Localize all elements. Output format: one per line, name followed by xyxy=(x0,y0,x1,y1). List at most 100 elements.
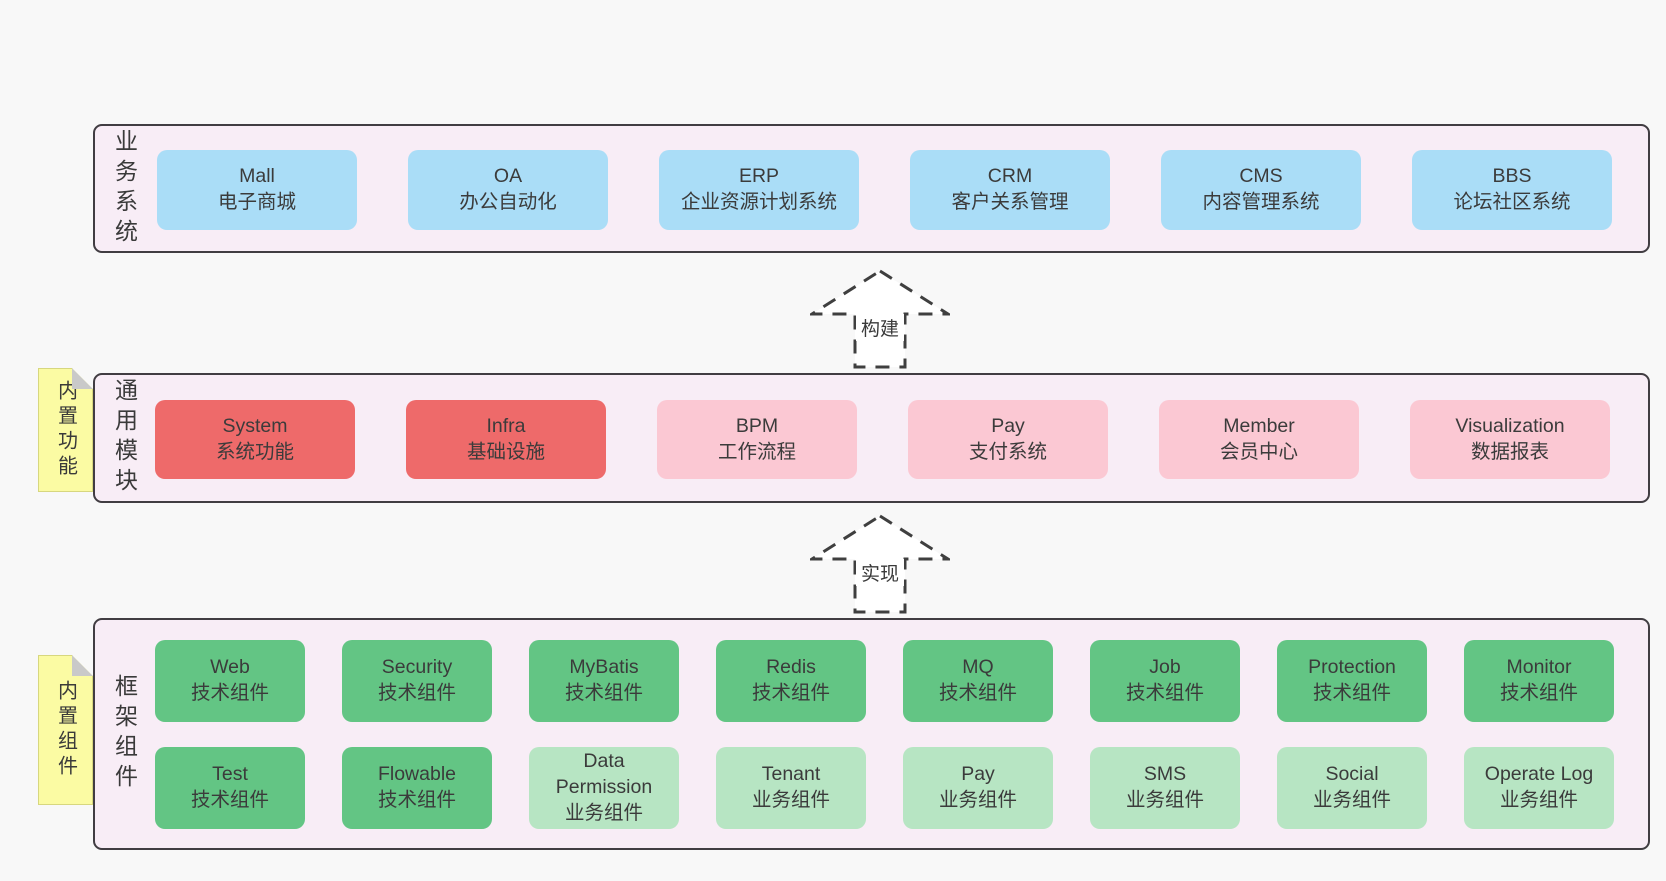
box-title: Pay xyxy=(961,763,995,786)
box-title: CRM xyxy=(987,165,1033,188)
implement-arrow-label: 实现 xyxy=(855,559,905,586)
box-title: Data Permission xyxy=(555,750,653,799)
box-title: Security xyxy=(381,656,453,679)
box-subtitle: 客户关系管理 xyxy=(951,191,1069,213)
box-subtitle: 业务组件 xyxy=(938,789,1017,811)
build-arrow: 构建 xyxy=(810,268,950,370)
module-box-visualization: Visualization 数据报表 xyxy=(1410,400,1610,479)
box-title: BBS xyxy=(1492,165,1532,188)
box-subtitle: 技术组件 xyxy=(1312,682,1391,704)
module-box-test: Test 技术组件 xyxy=(155,747,305,829)
box-subtitle: 业务组件 xyxy=(1125,789,1204,811)
box-subtitle: 支付系统 xyxy=(968,440,1047,463)
note-fold-icon xyxy=(72,655,93,676)
box-title: System xyxy=(222,414,288,437)
box-subtitle: 论坛社区系统 xyxy=(1453,191,1571,213)
box-title: OA xyxy=(493,165,523,188)
box-title: Flowable xyxy=(377,763,457,786)
box-title: Tenant xyxy=(761,763,821,786)
box-title: Protection xyxy=(1308,656,1396,679)
module-box-erp: ERP 企业资源计划系统 xyxy=(659,150,859,230)
box-title: Operate Log xyxy=(1484,763,1594,786)
module-box-infra: Infra 基础设施 xyxy=(406,400,606,479)
module-box-system: System 系统功能 xyxy=(155,400,355,479)
box-title: Monitor xyxy=(1506,656,1572,679)
module-box-pay: Pay 业务组件 xyxy=(903,747,1053,829)
module-box-redis: Redis 技术组件 xyxy=(716,640,866,722)
implement-arrow: 实现 xyxy=(810,513,950,615)
box-subtitle: 办公自动化 xyxy=(459,191,557,213)
box-subtitle: 技术组件 xyxy=(938,682,1017,704)
box-title: Infra xyxy=(486,414,526,437)
box-subtitle: 业务组件 xyxy=(564,801,643,824)
box-subtitle: 数据报表 xyxy=(1470,440,1549,463)
box-subtitle: 系统功能 xyxy=(215,440,294,463)
box-title: Job xyxy=(1149,656,1181,679)
box-subtitle: 业务组件 xyxy=(751,789,830,811)
box-title: MQ xyxy=(962,656,994,679)
box-subtitle: 业务组件 xyxy=(1312,789,1391,811)
box-subtitle: 电子商城 xyxy=(217,191,296,213)
box-title: Mall xyxy=(239,165,275,188)
module-box-protection: Protection 技术组件 xyxy=(1277,640,1427,722)
module-box-job: Job 技术组件 xyxy=(1090,640,1240,722)
module-box-flowable: Flowable 技术组件 xyxy=(342,747,492,829)
module-box-oa: OA 办公自动化 xyxy=(408,150,608,230)
module-box-web: Web 技术组件 xyxy=(155,640,305,722)
module-box-mq: MQ 技术组件 xyxy=(903,640,1053,722)
box-subtitle: 内容管理系统 xyxy=(1202,191,1320,213)
box-subtitle: 业务组件 xyxy=(1499,789,1578,811)
module-box-monitor: Monitor 技术组件 xyxy=(1464,640,1614,722)
module-box-mall: Mall 电子商城 xyxy=(157,150,357,230)
note-label: 内置功能 xyxy=(54,380,77,480)
box-subtitle: 技术组件 xyxy=(1125,682,1204,704)
build-arrow-label: 构建 xyxy=(855,314,905,341)
box-title: Visualization xyxy=(1455,414,1565,437)
box-subtitle: 企业资源计划系统 xyxy=(680,191,837,213)
box-subtitle: 技术组件 xyxy=(751,682,830,704)
layer-label-business-systems: 业务系统 xyxy=(111,128,138,249)
module-box-operate-log: Operate Log 业务组件 xyxy=(1464,747,1614,829)
box-subtitle: 技术组件 xyxy=(377,682,456,704)
box-title: Pay xyxy=(991,414,1025,437)
module-box-mybatis: MyBatis 技术组件 xyxy=(529,640,679,722)
module-box-tenant: Tenant 业务组件 xyxy=(716,747,866,829)
box-title: ERP xyxy=(738,165,780,188)
business-box-row: Mall 电子商城 OA 办公自动化 ERP 企业资源计划系统 CRM 客户关系管理 CMS 内容… xyxy=(157,150,1612,230)
box-title: Social xyxy=(1325,763,1379,786)
note-label: 内置组件 xyxy=(54,680,77,780)
box-subtitle: 会员中心 xyxy=(1219,440,1298,463)
module-box-pay: Pay 支付系统 xyxy=(908,400,1108,479)
layer-label-common-modules: 通用模块 xyxy=(111,378,138,498)
box-subtitle: 工作流程 xyxy=(717,440,796,463)
box-subtitle: 技术组件 xyxy=(564,682,643,704)
module-box-social: Social 业务组件 xyxy=(1277,747,1427,829)
note-fold-icon xyxy=(72,368,93,389)
box-subtitle: 技术组件 xyxy=(190,789,269,811)
sticky-note-builtin-features: 内置功能 xyxy=(38,368,93,492)
box-title: MyBatis xyxy=(569,656,639,679)
box-subtitle: 基础设施 xyxy=(466,440,545,463)
box-title: CMS xyxy=(1239,165,1283,188)
box-title: Test xyxy=(212,763,248,786)
module-box-security: Security 技术组件 xyxy=(342,640,492,722)
layer-label-framework-components: 框架组件 xyxy=(111,674,138,794)
module-box-crm: CRM 客户关系管理 xyxy=(910,150,1110,230)
box-subtitle: 技术组件 xyxy=(190,682,269,704)
box-title: Web xyxy=(210,656,250,679)
box-title: Redis xyxy=(766,656,816,679)
sticky-note-builtin-components: 内置组件 xyxy=(38,655,93,805)
box-subtitle: 技术组件 xyxy=(377,789,456,811)
layer-business-systems: 业务系统 Mall 电子商城 OA 办公自动化 ERP 企业资源计划系统 CRM 客户关系管理… xyxy=(93,124,1650,253)
box-subtitle: 技术组件 xyxy=(1499,682,1578,704)
